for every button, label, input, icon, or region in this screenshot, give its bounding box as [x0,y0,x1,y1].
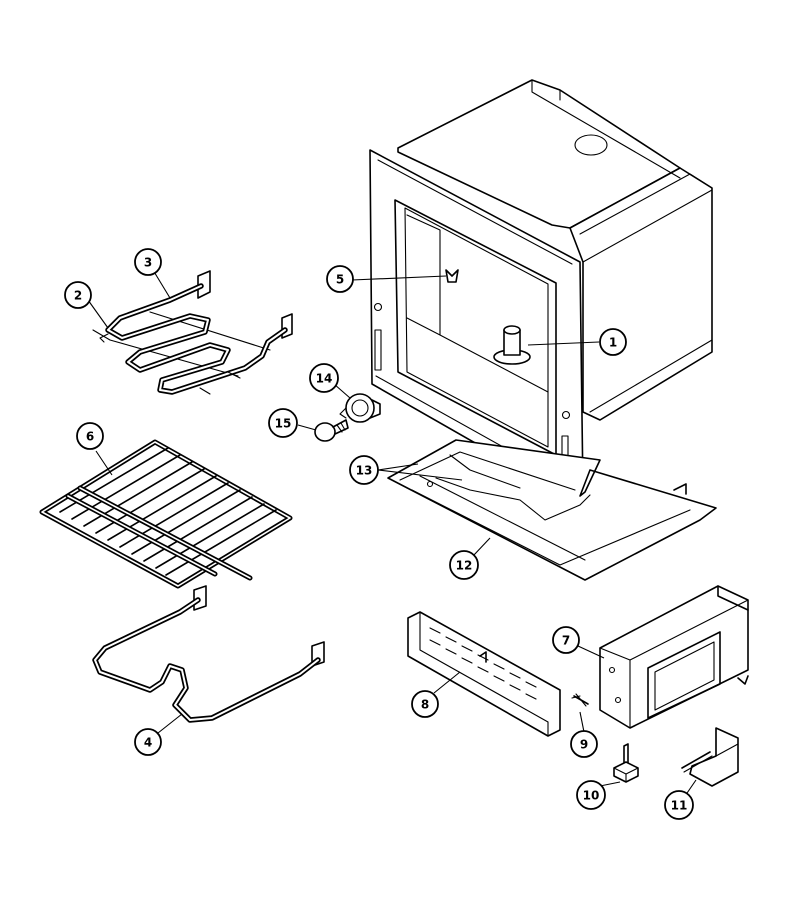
callout-number: 2 [74,289,82,303]
callout-circle [576,780,606,810]
callout-number: 8 [421,698,429,712]
screw [571,693,589,707]
callout-11: 11 [664,790,694,820]
callout-number: 12 [456,559,473,573]
callout-circle [134,728,162,756]
bake-element [92,585,325,723]
callout-9: 9 [570,730,598,758]
drawer-bracket [599,585,749,729]
callout-number: 5 [336,273,344,287]
callout-number: 1 [609,336,617,350]
anti-tip-bracket [681,727,739,787]
callout-circle [64,281,92,309]
drawer-rail [407,611,561,737]
callout-number: 14 [316,372,333,386]
callout-circle [599,328,627,356]
callout-1: 1 [599,328,627,356]
leader-lines [87,269,697,797]
callout-2: 2 [64,281,92,309]
callout-4: 4 [134,728,162,756]
callout-5: 5 [326,265,354,293]
oven-rack [39,439,293,589]
oven-cavity [369,79,713,497]
callout-circle [309,363,339,393]
callout-circle [570,730,598,758]
callout-number: 4 [144,736,152,750]
callout-circle [268,408,298,438]
callout-circle [449,550,479,580]
callout-number: 6 [86,430,94,444]
callout-number: 11 [671,799,688,813]
bottom-panel [387,439,717,581]
callout-number: 15 [275,417,292,431]
callout-8: 8 [411,690,439,718]
callout-circle [664,790,694,820]
callout-number: 10 [583,789,600,803]
callout-15: 15 [268,408,298,438]
callout-circle [349,455,379,485]
callout-circle [326,265,354,293]
leveling-leg [613,743,639,783]
callout-3: 3 [134,248,162,276]
callout-13: 13 [349,455,379,485]
callout-14: 14 [309,363,339,393]
callout-number: 9 [580,738,588,752]
callout-number: 13 [356,464,373,478]
callout-6: 6 [76,422,104,450]
broil-element [92,270,293,395]
callout-7: 7 [552,626,580,654]
light-assembly [314,393,381,442]
callout-number: 3 [144,256,152,270]
callout-number: 7 [562,634,570,648]
callout-circle [411,690,439,718]
callout-circle [76,422,104,450]
callout-10: 10 [576,780,606,810]
callout-circle [552,626,580,654]
callout-circle [134,248,162,276]
callout-12: 12 [449,550,479,580]
